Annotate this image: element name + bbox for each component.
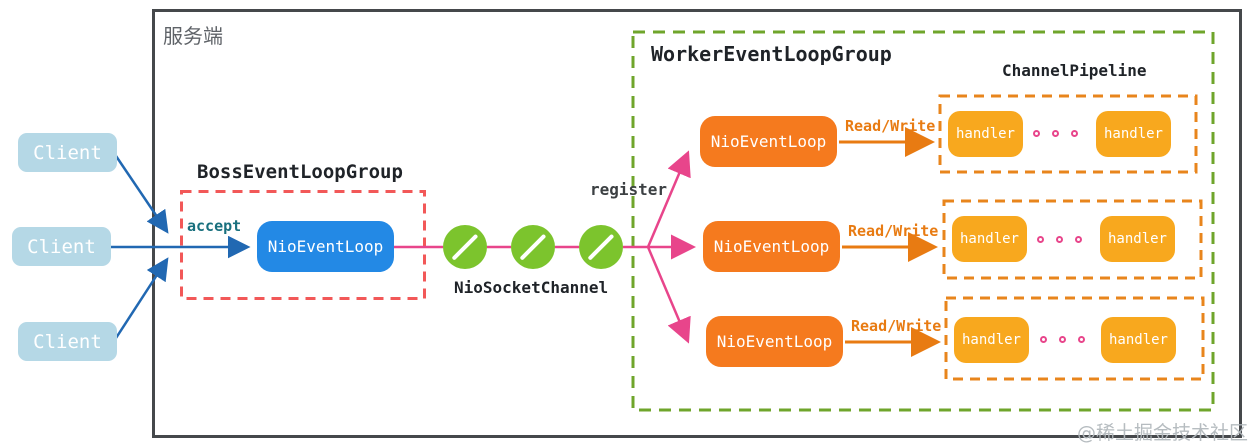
dot-icon <box>1033 130 1040 137</box>
handler-box-2b[interactable]: handler <box>1100 216 1175 262</box>
register-arrow-bottom <box>646 246 691 344</box>
dot-icon <box>1075 236 1082 243</box>
server-label: 服务端 <box>163 24 223 48</box>
client1-accept-arrow <box>114 155 169 234</box>
nio-socket-channel-icon-3 <box>579 225 623 269</box>
nio-socket-channel-icon-1 <box>443 225 487 269</box>
more-handlers-dots-3 <box>1040 336 1085 343</box>
slash-glyph <box>519 233 547 261</box>
slash-glyph <box>451 233 479 261</box>
register-arrow-top <box>646 150 691 248</box>
handler-box-3a[interactable]: handler <box>954 317 1029 363</box>
client-box-2[interactable]: Client <box>12 227 111 266</box>
watermark: @稀土掘金技术社区 <box>1077 422 1249 444</box>
worker-group-title: WorkerEventLoopGroup <box>651 42 892 66</box>
more-handlers-dots-2 <box>1037 236 1082 243</box>
channel-pipeline-title: ChannelPipeline <box>1002 61 1147 80</box>
dot-icon <box>1040 336 1047 343</box>
worker-group-dashed-box <box>631 30 1215 412</box>
handler-box-2a[interactable]: handler <box>952 216 1027 262</box>
boss-nio-event-loop[interactable]: NioEventLoop <box>257 221 394 272</box>
worker-nio-event-loop-3[interactable]: NioEventLoop <box>706 316 843 367</box>
channel-pipeline-dashed-box-1 <box>938 94 1198 174</box>
handler-box-1a[interactable]: handler <box>948 111 1023 157</box>
handler-box-3b[interactable]: handler <box>1101 317 1176 363</box>
worker-nio-event-loop-1[interactable]: NioEventLoop <box>700 116 837 167</box>
slash-glyph <box>587 233 615 261</box>
nio-socket-channel-label: NioSocketChannel <box>454 278 609 297</box>
dot-icon <box>1052 130 1059 137</box>
worker-nio-event-loop-2[interactable]: NioEventLoop <box>703 221 840 272</box>
boss-group-title: BossEventLoopGroup <box>197 161 403 183</box>
more-handlers-dots-1 <box>1033 130 1078 137</box>
dot-icon <box>1071 130 1078 137</box>
dot-icon <box>1078 336 1085 343</box>
read-write-label-1: Read/Write <box>845 117 936 135</box>
client-box-1[interactable]: Client <box>18 133 117 172</box>
accept-label: accept <box>187 217 242 235</box>
nio-socket-channel-icon-2 <box>511 225 555 269</box>
register-label: register <box>590 180 668 199</box>
channel-pipeline-dashed-box-3 <box>944 296 1205 381</box>
handler-box-1b[interactable]: handler <box>1096 111 1171 157</box>
read-write-label-2: Read/Write <box>848 222 939 240</box>
channel-pipeline-dashed-box-2 <box>942 199 1203 280</box>
read-write-label-3: Read/Write <box>851 317 942 335</box>
client-box-3[interactable]: Client <box>18 322 117 361</box>
dot-icon <box>1059 336 1066 343</box>
boss-group-dashed-box <box>180 190 426 300</box>
dot-icon <box>1056 236 1063 243</box>
client3-accept-arrow <box>114 257 169 339</box>
dot-icon <box>1037 236 1044 243</box>
